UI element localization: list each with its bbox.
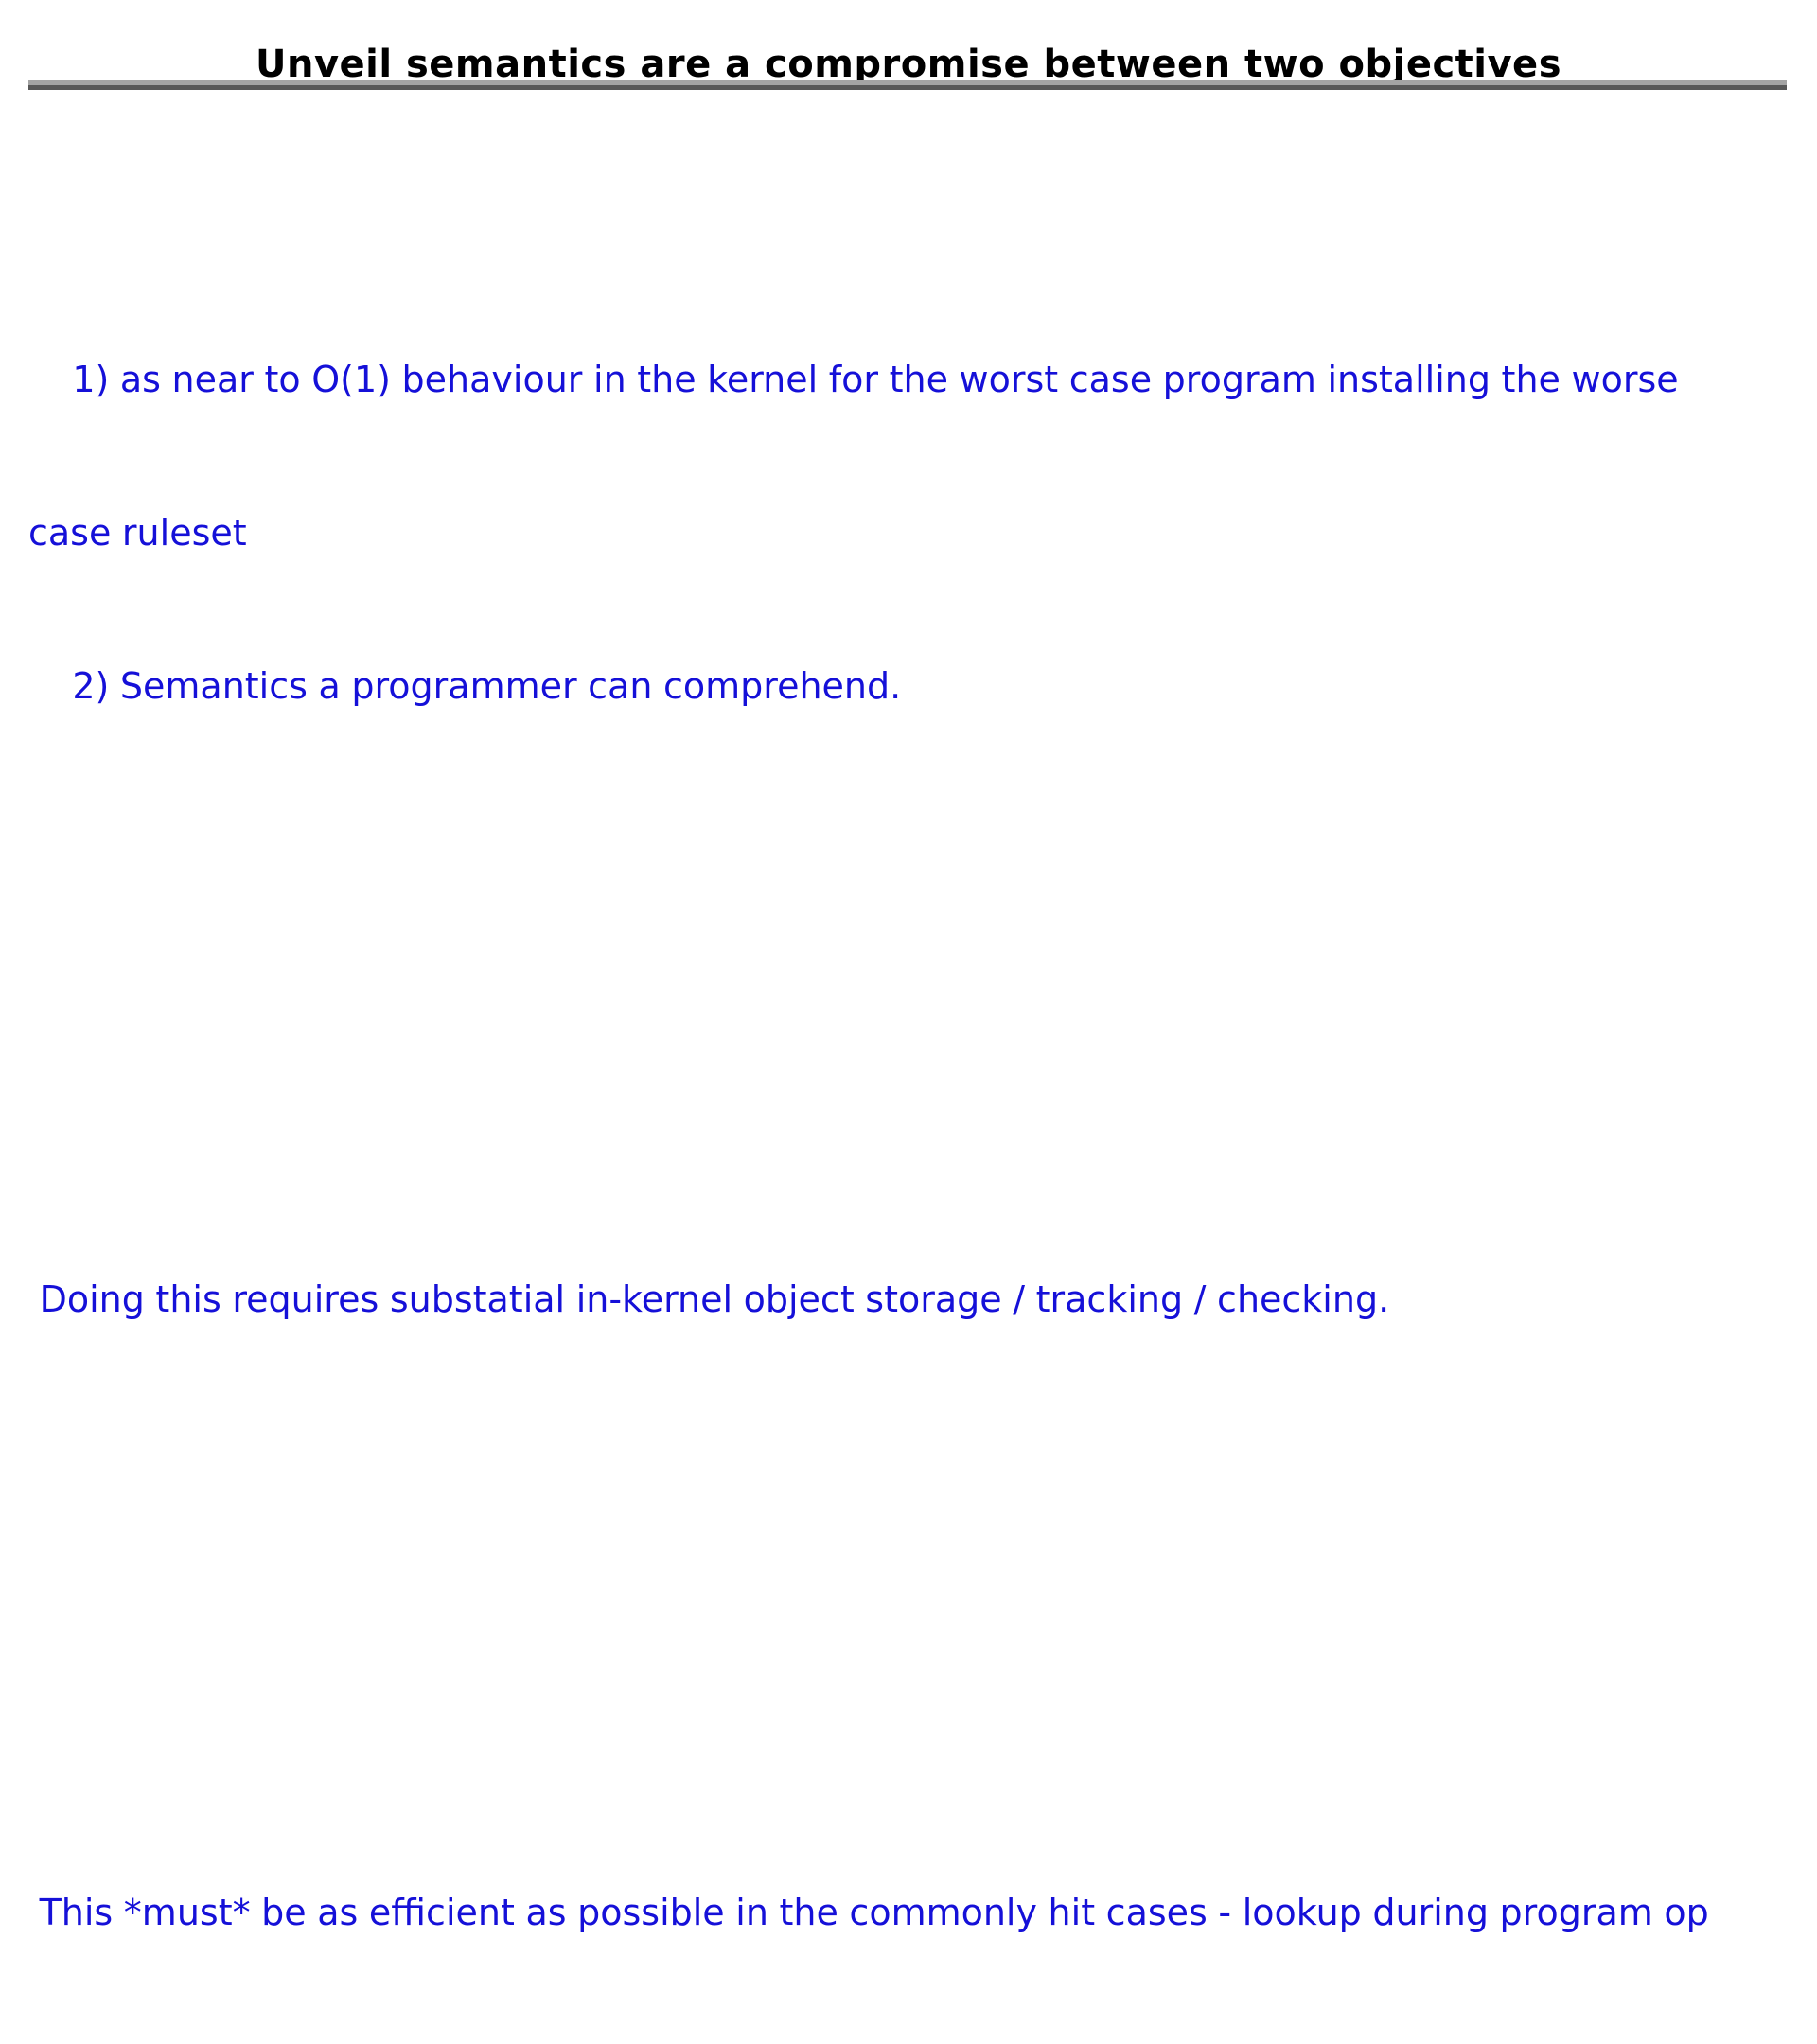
objectives-block: 1) as near to O(1) behaviour in the kern… xyxy=(28,252,1803,814)
spacer-2 xyxy=(28,1580,1803,1631)
efficiency-block: This *must* be as efficient as possible … xyxy=(28,1785,1803,2044)
slide-body: 1) as near to O(1) behaviour in the kern… xyxy=(28,98,1803,2044)
storage-line-1: Doing this requires substatial in-kernel… xyxy=(28,1278,1390,1320)
rule-highlight xyxy=(28,80,1787,85)
spacer-1 xyxy=(28,967,1803,1018)
efficiency-line-2: erations xyxy=(28,2040,1803,2044)
title-separator-rule xyxy=(28,80,1787,90)
objective-1-line-1: 1) as near to O(1) behaviour in the kern… xyxy=(28,359,1679,400)
page-title: Unveil semantics are a compromise betwee… xyxy=(255,42,1561,86)
rule-shadow xyxy=(28,85,1787,90)
slide-canvas: Unveil semantics are a compromise betwee… xyxy=(28,42,1787,1933)
objective-1-line-2: case ruleset xyxy=(28,512,247,554)
efficiency-line-1: This *must* be as efficient as possible … xyxy=(28,1892,1709,1933)
storage-block: Doing this requires substatial in-kernel… xyxy=(28,1172,1803,1427)
objective-2: 2) Semantics a programmer can comprehend… xyxy=(28,665,902,707)
